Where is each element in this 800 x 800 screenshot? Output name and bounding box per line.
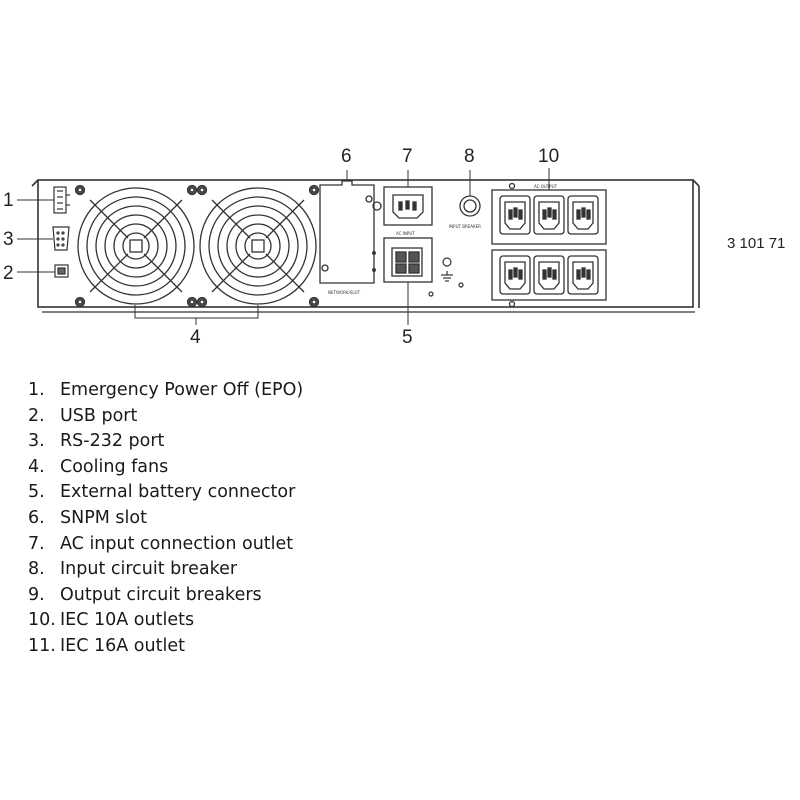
- callout-6: 6: [341, 146, 352, 167]
- legend-number: 2.: [28, 405, 45, 426]
- image-reference-code: 3 101 71: [727, 235, 786, 252]
- rs232-port: [52, 226, 70, 251]
- snmp-slot-label: NETWORK/SLOT: [328, 290, 361, 295]
- callout-10: 10: [538, 146, 560, 167]
- epo-connector: [53, 186, 70, 214]
- legend-text: Output circuit breakers: [60, 584, 262, 605]
- legend-item: 2. USB port: [28, 404, 303, 430]
- legend-text: RS-232 port: [60, 431, 165, 452]
- legend-text: Emergency Power Off (EPO): [60, 380, 304, 400]
- battery-connector: AC INPUT: [372, 231, 433, 283]
- cooling-fan-right: [196, 184, 320, 308]
- legend-number: 8.: [28, 559, 45, 580]
- legend-text: SNPM slot: [60, 507, 147, 528]
- legend-number: 7.: [28, 533, 45, 554]
- legend-text: Cooling fans: [60, 456, 169, 477]
- legend-text: External battery connector: [60, 482, 296, 503]
- ac-input-label: AC INPUT: [396, 231, 415, 236]
- snmp-slot: NETWORK/SLOT: [319, 180, 375, 295]
- callout-2: 2: [3, 263, 14, 284]
- legend-item: 9. Output circuit breakers: [28, 583, 303, 609]
- legend-number: 9.: [28, 584, 45, 605]
- legend-item: 10.IEC 10A outlets: [28, 608, 303, 634]
- ac-output-label: AC OUTPUT: [534, 184, 558, 189]
- callout-7: 7: [402, 146, 413, 167]
- chassis: [31, 179, 700, 313]
- input-breaker-label: INPUT BREAKER: [449, 224, 481, 229]
- legend-number: 10.: [28, 610, 56, 631]
- legend-text: AC input connection outlet: [60, 533, 294, 554]
- legend-number: 1.: [28, 380, 45, 400]
- ups-rear-panel-diagram: NETWORK/SLOT AC INPUT INPUT BREAKER: [17, 168, 700, 325]
- legend-item: 5. External battery connector: [28, 480, 303, 506]
- legend-item: 7. AC input connection outlet: [28, 532, 303, 558]
- iec-outlets: [499, 195, 599, 295]
- legend-text: IEC 16A outlet: [60, 635, 185, 656]
- callout-3: 3: [3, 229, 14, 250]
- legend-number: 6.: [28, 507, 45, 528]
- legend-item: 8. Input circuit breaker: [28, 557, 303, 583]
- ground-terminal: [428, 257, 464, 297]
- legend-item: 1. Emergency Power Off (EPO): [28, 378, 303, 404]
- callout-4: 4: [190, 327, 201, 348]
- legend-number: 3.: [28, 431, 45, 452]
- legend-number: 4.: [28, 456, 45, 477]
- legend-text: IEC 10A outlets: [60, 610, 195, 631]
- leader-lines: [17, 168, 550, 325]
- legend-item: 3. RS-232 port: [28, 429, 303, 455]
- legend-item: 6. SNPM slot: [28, 506, 303, 532]
- legend-item: 11.IEC 16A outlet: [28, 634, 303, 660]
- callout-8: 8: [464, 146, 475, 167]
- legend-number: 5.: [28, 482, 45, 503]
- cooling-fan-left: [74, 184, 198, 308]
- legend-list: 1. Emergency Power Off (EPO) 2. USB port 3…: [28, 378, 303, 660]
- legend-number: 11.: [28, 635, 56, 656]
- legend-text: USB port: [60, 405, 138, 426]
- legend-text: Input circuit breaker: [60, 559, 238, 580]
- legend-item: 4. Cooling fans: [28, 455, 303, 481]
- callout-5: 5: [402, 327, 413, 348]
- input-circuit-breaker: INPUT BREAKER: [449, 195, 481, 229]
- usb-port: [54, 264, 69, 278]
- ac-input-socket: [372, 186, 433, 226]
- callout-1: 1: [3, 190, 14, 211]
